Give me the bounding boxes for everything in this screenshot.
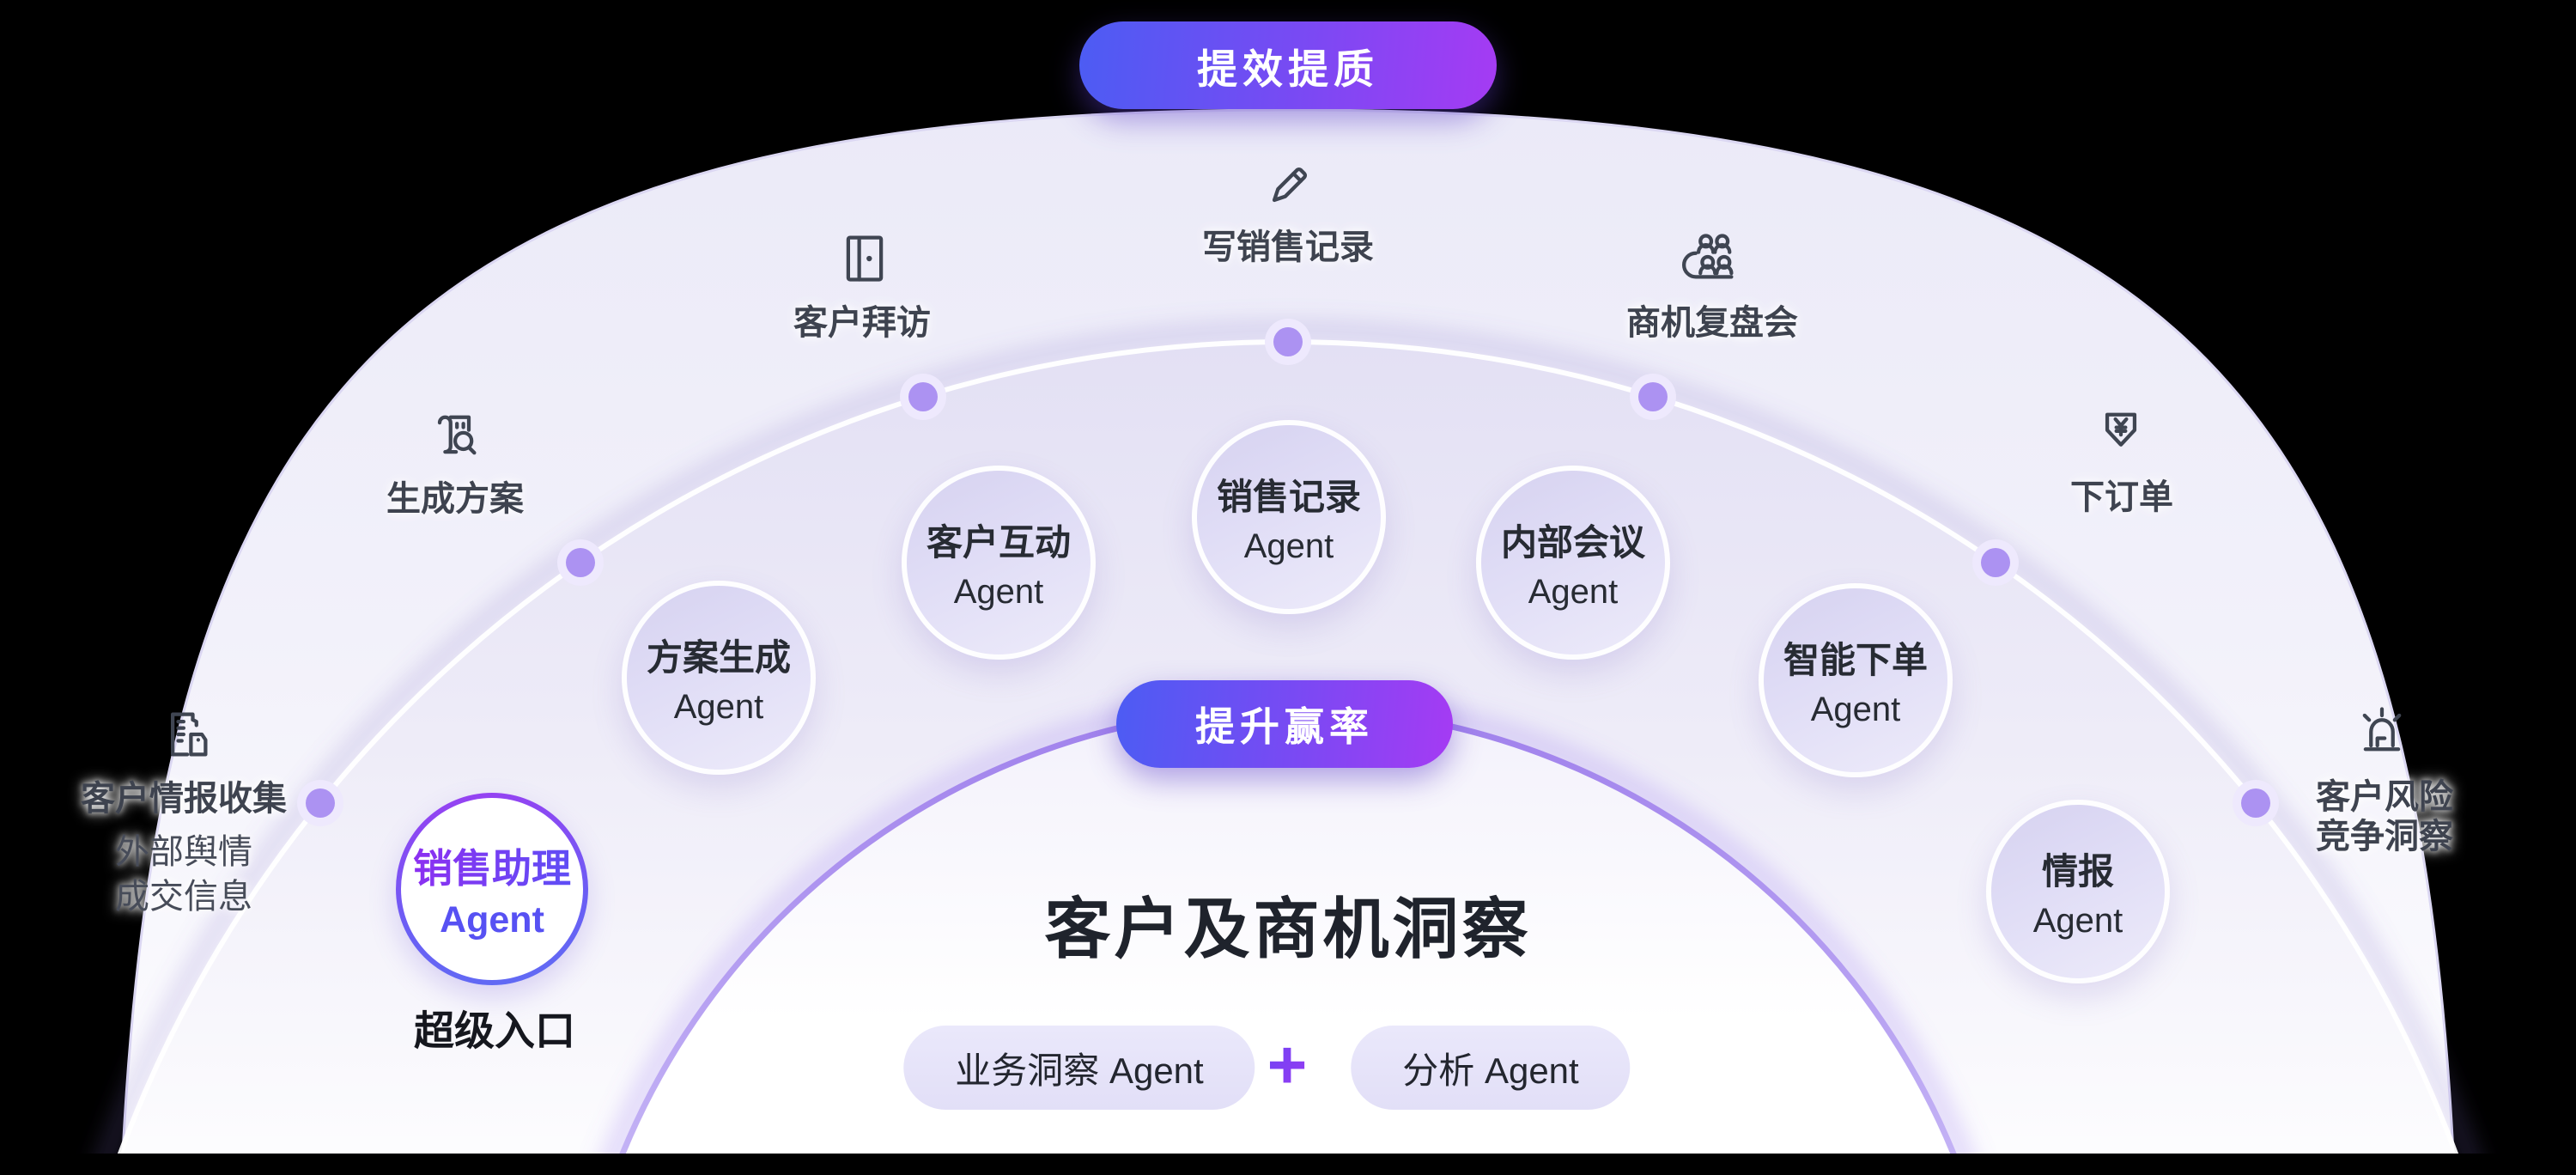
sales-record-agent-name: 销售记录	[1216, 477, 1361, 517]
super-entry-caption: 超级入口	[414, 1008, 575, 1054]
internal-meeting-agent-circle: 内部会议 Agent	[1476, 466, 1670, 660]
sales-assistant-agent-circle: 销售助理 Agent	[396, 793, 588, 985]
task-label-customer-risk-line2: 竞争洞察	[2316, 818, 2453, 855]
yen-download-icon	[2092, 405, 2150, 463]
customer-interaction-agent-name: 客户互动	[926, 522, 1071, 563]
plus-icon: +	[1267, 1026, 1308, 1103]
analysis-agent-label: 分析 Agent	[1402, 1050, 1579, 1091]
top-badge-label: 提效提质	[1197, 46, 1379, 92]
internal-meeting-agent-name: 内部会议	[1500, 522, 1645, 563]
sales-assistant-agent-inner: 销售助理 Agent	[401, 798, 583, 980]
smart-order-agent-circle: 智能下单 Agent	[1759, 583, 1953, 777]
intel-agent-circle: 情报 Agent	[1986, 800, 2170, 983]
arc-dot-5	[1972, 539, 2019, 586]
sales-assistant-agent-name: 销售助理	[413, 837, 571, 894]
arc-dot-3	[1630, 374, 1676, 420]
top-badge: 提效提质	[1079, 21, 1497, 109]
task-label-customer-risk-line1: 客户风险	[2316, 778, 2453, 816]
task-label-customer-intel: 客户情报收集	[81, 780, 287, 818]
win-rate-badge-label: 提升赢率	[1195, 704, 1374, 749]
business-insight-agent-pill: 业务洞察 Agent	[903, 1026, 1255, 1110]
task-label-opportunity-review: 商机复盘会	[1626, 304, 1798, 342]
sales-assistant-agent-suffix: Agent	[440, 898, 544, 941]
proposal-agent-name: 方案生成	[646, 637, 791, 678]
task-label-customer-visit: 客户拜访	[793, 304, 931, 342]
task-sublabel-customer-intel-2: 成交信息	[115, 878, 252, 916]
task-label-place-order: 下订单	[2070, 478, 2173, 516]
smart-order-agent-name: 智能下单	[1783, 640, 1928, 680]
blueprint-search-icon	[425, 406, 483, 465]
arc-dot-1	[1265, 319, 1311, 365]
win-rate-badge: 提升赢率	[1116, 680, 1453, 768]
business-insight-agent-label: 业务洞察 Agent	[955, 1050, 1204, 1091]
smart-order-agent-suffix: Agent	[1810, 691, 1901, 728]
internal-meeting-agent-suffix: Agent	[1528, 573, 1619, 611]
customer-interaction-agent-suffix: Agent	[953, 573, 1044, 611]
sales-record-agent-suffix: Agent	[1243, 527, 1334, 565]
analysis-agent-pill: 分析 Agent	[1351, 1026, 1631, 1110]
door-icon	[835, 229, 894, 288]
arc-dot-4	[557, 539, 604, 586]
arc-dot-7	[2233, 780, 2279, 826]
arc-dot-6	[297, 780, 343, 826]
people-icon	[1682, 228, 1741, 287]
sales-record-agent-circle: 销售记录 Agent	[1192, 420, 1386, 614]
proposal-agent-suffix: Agent	[673, 688, 764, 726]
proposal-agent-circle: 方案生成 Agent	[622, 581, 816, 775]
arc-dot-2	[900, 374, 946, 420]
task-label-write-sales-record: 写销售记录	[1202, 228, 1374, 266]
customer-interaction-agent-circle: 客户互动 Agent	[902, 466, 1096, 660]
siren-icon	[2353, 702, 2411, 760]
pencil-icon	[1259, 157, 1317, 216]
intel-agent-suffix: Agent	[2032, 902, 2123, 940]
center-title: 客户及商机洞察	[1044, 892, 1532, 967]
intel-agent-name: 情报	[2041, 851, 2114, 892]
task-sublabel-customer-intel-1: 外部舆情	[115, 833, 252, 871]
task-label-generate-proposal: 生成方案	[386, 480, 524, 518]
building-tag-icon	[156, 705, 215, 764]
